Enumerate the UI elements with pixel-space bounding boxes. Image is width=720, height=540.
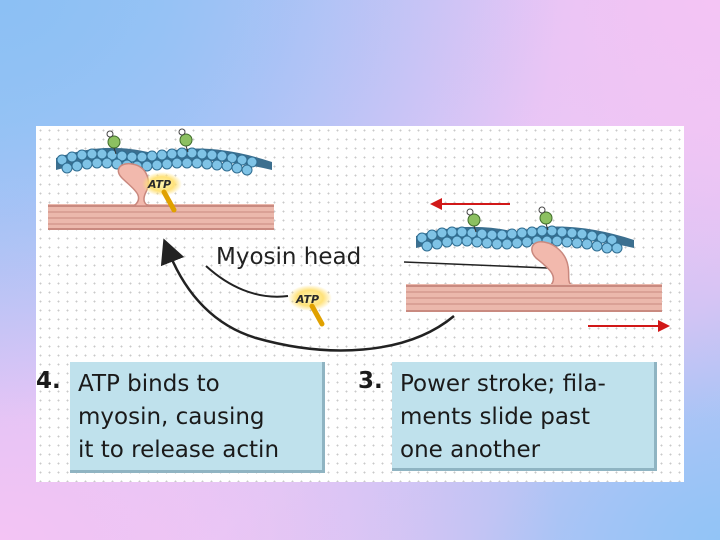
step-3-number: 3. <box>358 368 383 394</box>
atp-molecule-middle: ATP <box>288 285 332 324</box>
actin-filament-right <box>416 207 634 253</box>
step-3-box: Power stroke; fila- ments slide past one… <box>392 362 657 471</box>
myosin-head-label: Myosin head <box>216 244 361 270</box>
step-4-line-1: ATP binds to <box>78 368 322 401</box>
red-arrow-left <box>430 198 510 210</box>
step-4-number: 4. <box>36 368 61 394</box>
step-3-line-3: one another <box>400 434 654 467</box>
step-4-line-3: it to release actin <box>78 434 322 467</box>
step-4-line-2: myosin, causing <box>78 401 322 434</box>
actin-filament-left <box>56 129 272 175</box>
atp-label-middle: ATP <box>295 293 319 306</box>
myosin-head-right <box>532 242 574 286</box>
atp-label-left: ATP <box>147 178 171 191</box>
thick-filament-right <box>406 284 662 312</box>
step-4-box: ATP binds to myosin, causing it to relea… <box>70 362 325 473</box>
myosin-head-pointer <box>404 262 548 268</box>
crossbridge-cycle-figure: ATP ATP <box>36 126 684 482</box>
step-3-line-1: Power stroke; fila- <box>400 368 654 401</box>
step-3-line-2: ments slide past <box>400 401 654 434</box>
thick-filament-left <box>48 204 274 230</box>
red-arrow-right <box>588 320 670 332</box>
cycle-arrow-inner <box>206 266 288 297</box>
